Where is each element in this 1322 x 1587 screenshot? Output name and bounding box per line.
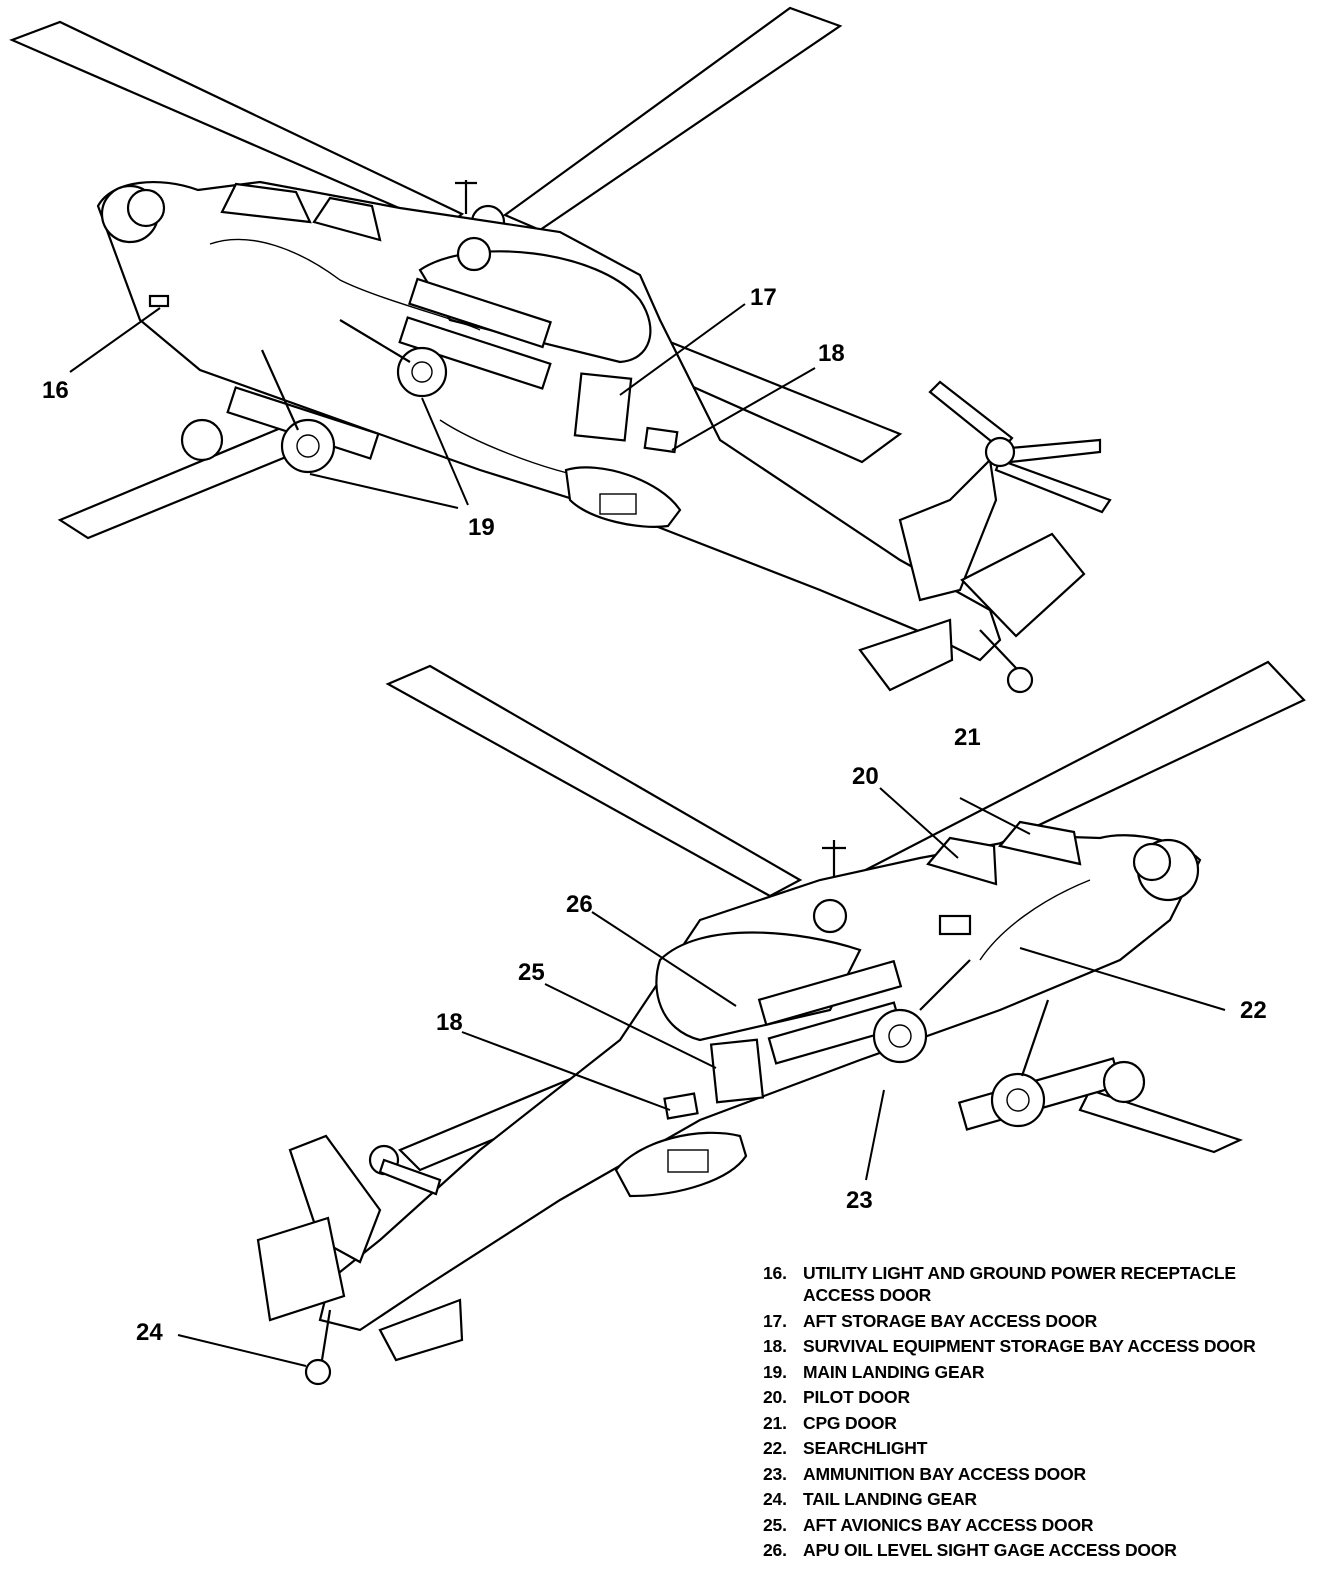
legend-item: 26. APU OIL LEVEL SIGHT GAGE ACCESS DOOR xyxy=(763,1539,1303,1561)
legend-item-text: AFT AVIONICS BAY ACCESS DOOR xyxy=(803,1514,1094,1535)
legend-item-number: 26. xyxy=(763,1540,787,1560)
legend-item-number: 25. xyxy=(763,1514,787,1535)
legend-item-number: 21. xyxy=(763,1412,787,1433)
top-tail xyxy=(858,380,1112,694)
legend-item-number: 24. xyxy=(763,1489,787,1509)
bottom-main-landing-gear xyxy=(872,959,1050,1128)
legend: 16. UTILITY LIGHT AND GROUND POWER RECEPT… xyxy=(763,1262,1303,1565)
callout-18-bottom: 18 xyxy=(436,1009,463,1036)
top-callouts xyxy=(69,303,816,509)
bottom-tail xyxy=(256,1134,464,1386)
legend-item-number: 19. xyxy=(763,1361,787,1382)
legend-item-text: PILOT DOOR xyxy=(803,1387,910,1407)
callout-26: 26 xyxy=(566,891,593,918)
callout-22: 22 xyxy=(1240,997,1267,1024)
legend-item: 18. SURVIVAL EQUIPMENT STORAGE BAY ACCESS… xyxy=(763,1335,1303,1357)
legend-item: 17. AFT STORAGE BAY ACCESS DOOR xyxy=(763,1310,1303,1332)
legend-item-text: SEARCHLIGHT xyxy=(803,1438,928,1458)
callout-23: 23 xyxy=(846,1187,873,1214)
legend-item-number: 22. xyxy=(763,1438,787,1458)
legend-item-number: 20. xyxy=(763,1387,787,1407)
legend-item-text: MAIN LANDING GEAR xyxy=(803,1361,985,1382)
legend-item: 19. MAIN LANDING GEAR xyxy=(763,1361,1303,1383)
callout-16: 16 xyxy=(42,377,69,404)
legend-item-text: AFT STORAGE BAY ACCESS DOOR xyxy=(803,1310,1098,1331)
bottom-fuselage xyxy=(318,820,1202,1332)
callout-18-top: 18 xyxy=(818,340,845,367)
top-helicopter: 16 17 18 19 xyxy=(9,6,1112,694)
bottom-helicopter: 20 21 22 23 24 25 18 26 xyxy=(136,660,1306,1386)
legend-item-text: APU OIL LEVEL SIGHT GAGE ACCESS DOOR xyxy=(803,1540,1177,1560)
legend-item-number: 23. xyxy=(763,1463,787,1484)
legend-item: 20. PILOT DOOR xyxy=(763,1386,1303,1408)
callout-25: 25 xyxy=(518,959,545,986)
legend-item-number: 16. xyxy=(763,1263,787,1283)
legend-item: 25. AFT AVIONICS BAY ACCESS DOOR xyxy=(763,1514,1303,1536)
legend-item-text: AMMUNITION BAY ACCESS DOOR xyxy=(803,1463,1086,1484)
top-fuselage xyxy=(96,180,1002,662)
legend-item: 22. SEARCHLIGHT xyxy=(763,1437,1303,1459)
legend-item-number: 17. xyxy=(763,1310,787,1331)
callout-17: 17 xyxy=(750,284,777,311)
legend-item-text: UTILITY LIGHT AND GROUND POWER RECEPTACL… xyxy=(803,1263,1236,1305)
legend-item-text: TAIL LANDING GEAR xyxy=(803,1489,977,1509)
callout-21: 21 xyxy=(954,724,981,751)
legend-item: 21. CPG DOOR xyxy=(763,1412,1303,1434)
legend-item: 16. UTILITY LIGHT AND GROUND POWER RECEPT… xyxy=(763,1262,1303,1306)
callout-19: 19 xyxy=(468,514,495,541)
callout-24: 24 xyxy=(136,1319,163,1346)
legend-item-number: 18. xyxy=(763,1336,787,1356)
bottom-callouts xyxy=(177,787,1226,1367)
top-main-landing-gear xyxy=(260,319,448,474)
legend-item: 24. TAIL LANDING GEAR xyxy=(763,1488,1303,1510)
legend-item-text: CPG DOOR xyxy=(803,1412,897,1433)
callout-20: 20 xyxy=(852,763,879,790)
legend-item-text: SURVIVAL EQUIPMENT STORAGE BAY ACCESS DO… xyxy=(803,1336,1256,1356)
legend-item: 23. AMMUNITION BAY ACCESS DOOR xyxy=(763,1463,1303,1485)
